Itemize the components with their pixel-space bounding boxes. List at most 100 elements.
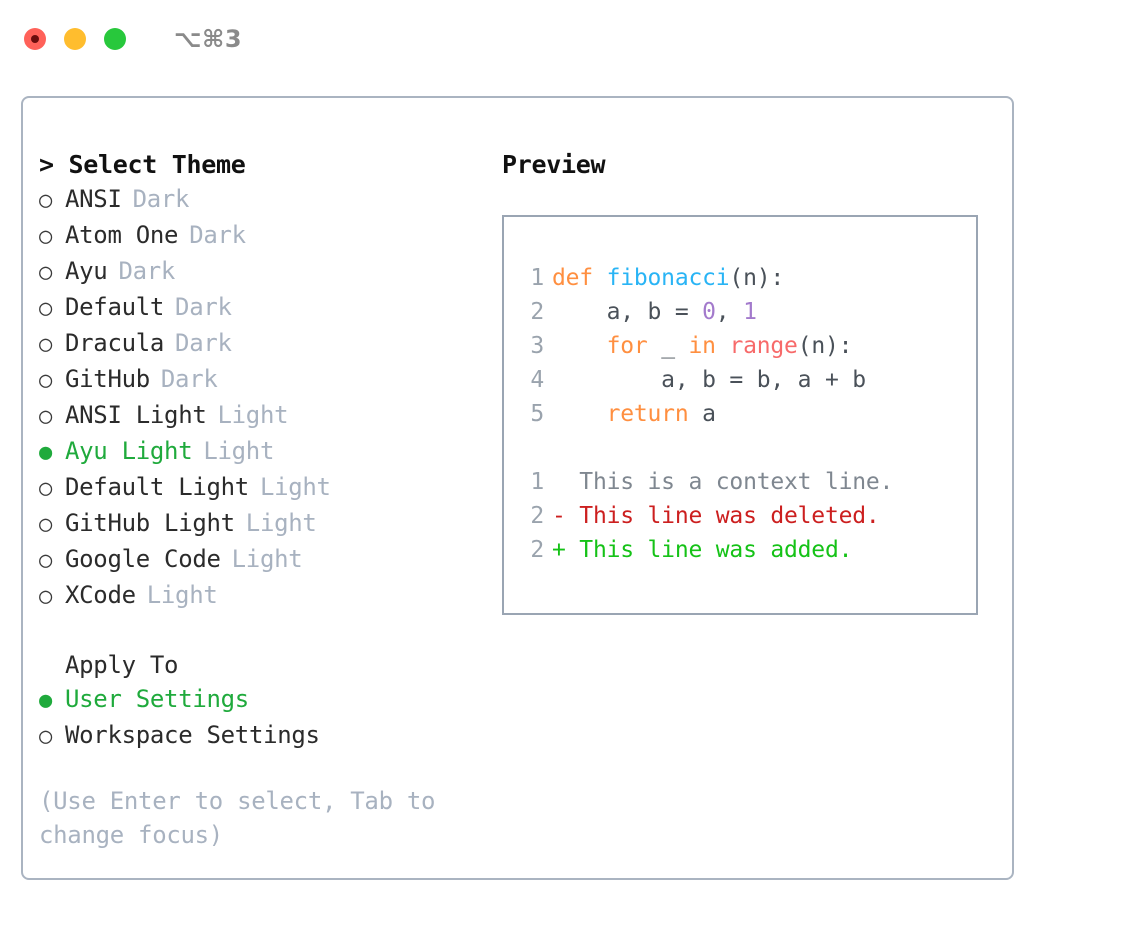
theme-option-label: GitHub — [65, 365, 150, 393]
theme-option-dracula[interactable]: ○ Dracula Dark — [39, 326, 479, 362]
theme-variant-badge: Light — [259, 473, 331, 501]
code-line: 3 for _ in range(n): — [522, 329, 976, 363]
code-token-plain — [552, 401, 607, 427]
code-token-fn: fibonacci — [606, 265, 730, 291]
maximize-button-icon[interactable] — [104, 28, 126, 50]
diff-text: This is a context line. — [579, 469, 894, 495]
theme-option-label: Ayu — [65, 257, 108, 285]
diff-line-add: 2+ This line was added. — [522, 533, 976, 567]
line-number: 2 — [530, 299, 544, 325]
theme-variant-badge: Light — [217, 401, 289, 429]
theme-option-label: Default — [65, 293, 165, 321]
theme-option-github[interactable]: ○ GitHub Dark — [39, 362, 479, 398]
apply-to-option-label: User Settings — [65, 685, 249, 713]
theme-variant-badge: Light — [146, 581, 218, 609]
theme-option-google-code[interactable]: ○ Google Code Light — [39, 542, 479, 578]
theme-option-label: Ayu Light — [65, 437, 193, 465]
apply-to-list: ● User Settings ○ Workspace Settings — [39, 682, 479, 754]
preview-title: Preview — [502, 150, 606, 179]
keyboard-shortcut-label: ⌥⌘3 — [174, 25, 243, 53]
code-token-plain: a, b = b, a + b — [552, 367, 866, 393]
line-number: 4 — [530, 367, 544, 393]
line-number: 2 — [530, 503, 544, 529]
diff-line-del: 2- This line was deleted. — [522, 499, 976, 533]
code-token-plain — [716, 333, 730, 359]
minimize-button-icon[interactable] — [64, 28, 86, 50]
theme-variant-badge: Dark — [132, 185, 190, 213]
theme-option-label: XCode — [65, 581, 136, 609]
theme-option-label: GitHub Light — [65, 509, 235, 537]
theme-variant-badge: Dark — [189, 221, 246, 249]
code-token-kw: return — [606, 401, 689, 427]
theme-variant-badge: Light — [203, 437, 275, 465]
theme-variant-badge: Light — [245, 509, 317, 537]
diff-sample: 1 This is a context line.2- This line wa… — [522, 465, 976, 567]
code-token-num: 0 — [702, 299, 716, 325]
code-token-plain: a — [688, 401, 716, 427]
radio-unselected-icon: ○ — [39, 260, 52, 285]
radio-unselected-icon: ○ — [39, 548, 52, 573]
theme-option-ansi-light[interactable]: ○ ANSI Light Light — [39, 398, 479, 434]
theme-variant-badge: Dark — [118, 257, 176, 285]
theme-option-ayu[interactable]: ○ Ayu Dark — [39, 254, 479, 290]
radio-unselected-icon: ○ — [39, 296, 52, 321]
radio-selected-icon: ● — [39, 688, 52, 713]
code-token-kw: in — [688, 333, 716, 359]
theme-variant-badge: Dark — [175, 329, 232, 357]
line-number: 2 — [530, 537, 544, 563]
code-token-kw: for — [606, 333, 648, 359]
select-theme-header: > Select Theme — [39, 150, 246, 179]
radio-unselected-icon: ○ — [39, 404, 52, 429]
code-line: 4 a, b = b, a + b — [522, 363, 976, 397]
close-button-icon[interactable] — [24, 28, 46, 50]
line-number: 1 — [530, 265, 544, 291]
theme-option-label: ANSI Light — [65, 401, 207, 429]
diff-text: This line was added. — [579, 537, 853, 563]
apply-to-option-label: Workspace Settings — [65, 721, 320, 749]
code-line: 5 return a — [522, 397, 976, 431]
code-token-plain — [552, 333, 607, 359]
traffic-lights — [24, 28, 126, 50]
apply-to-header: Apply To — [65, 651, 179, 679]
theme-option-xcode[interactable]: ○ XCode Light — [39, 578, 479, 614]
radio-unselected-icon: ○ — [39, 332, 52, 357]
line-number: 5 — [530, 401, 544, 427]
theme-variant-badge: Light — [231, 545, 303, 573]
code-token-plain: a, b = — [552, 299, 703, 325]
code-token-plain: (n): — [729, 265, 785, 291]
theme-variant-badge: Dark — [175, 293, 232, 321]
theme-option-label: Dracula — [65, 329, 165, 357]
radio-unselected-icon: ○ — [39, 724, 52, 749]
theme-variant-badge: Dark — [160, 365, 218, 393]
code-token-num: 1 — [743, 299, 757, 325]
theme-option-label: ANSI — [65, 185, 122, 213]
radio-unselected-icon: ○ — [39, 368, 52, 393]
diff-text: This line was deleted. — [579, 503, 880, 529]
diff-marker: - — [552, 503, 580, 529]
keyboard-hint-text: (Use Enter to select, Tab to change focu… — [39, 787, 436, 849]
code-token-plain: _ — [647, 333, 689, 359]
radio-unselected-icon: ○ — [39, 476, 52, 501]
theme-option-default[interactable]: ○ Default Dark — [39, 290, 479, 326]
apply-to-option-user-settings[interactable]: ● User Settings — [39, 682, 479, 718]
theme-option-label: Google Code — [65, 545, 221, 573]
code-token-plain: (n): — [797, 333, 853, 359]
radio-unselected-icon: ○ — [39, 584, 52, 609]
theme-option-label: Atom One — [65, 221, 179, 249]
title-bar: ⌥⌘3 — [0, 0, 1140, 78]
apply-to-option-workspace-settings[interactable]: ○ Workspace Settings — [39, 718, 479, 754]
diff-line-ctx: 1 This is a context line. — [522, 465, 976, 499]
